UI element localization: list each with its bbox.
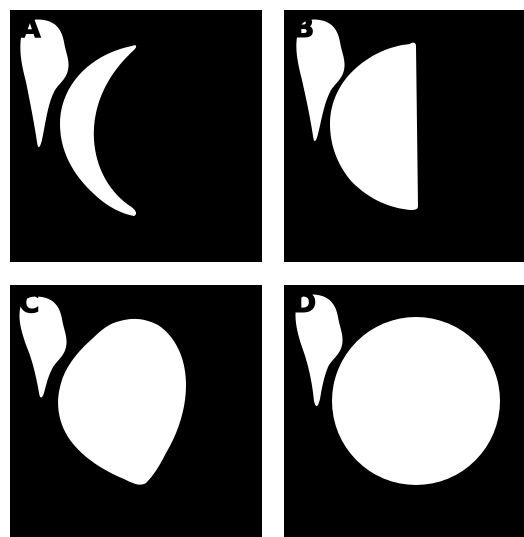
panel-c-main-shape bbox=[58, 319, 186, 485]
panel-b-label: B bbox=[293, 14, 314, 42]
panel-a-figure bbox=[10, 10, 262, 262]
panel-a: A bbox=[10, 10, 262, 262]
panel-d-main-shape bbox=[332, 317, 500, 485]
panel-b-figure bbox=[284, 10, 524, 262]
panel-a-label: A bbox=[19, 14, 41, 42]
panel-c-label: C bbox=[19, 289, 40, 317]
panel-c: C bbox=[10, 285, 262, 537]
panel-d-label: D bbox=[293, 289, 316, 317]
panel-a-main-shape bbox=[60, 45, 136, 216]
panel-d: D bbox=[284, 285, 524, 537]
panel-c-figure bbox=[10, 285, 262, 537]
panel-b: B bbox=[284, 10, 524, 262]
panel-d-figure bbox=[284, 285, 524, 537]
